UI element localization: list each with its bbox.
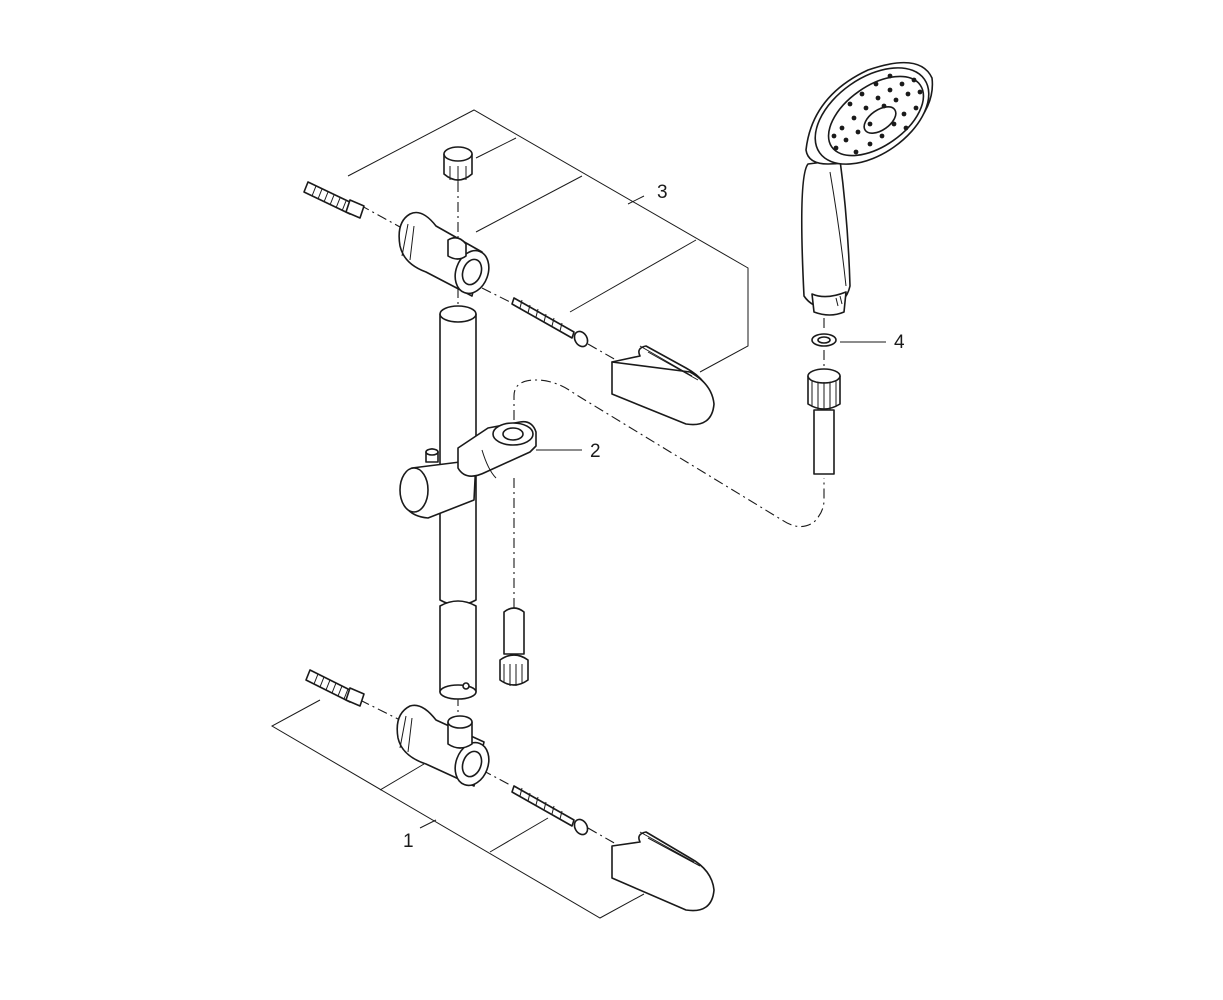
slider-head-holder-icon [399,420,537,519]
group-3-bracket-lines [347,109,749,373]
callout-leaders [536,195,886,451]
plug-cap-icon [443,146,473,182]
bottom-wall-dowel-icon [305,669,365,707]
callout-3: 3 [657,182,668,203]
shower-rail-lower-icon [439,600,477,700]
top-screw-icon [511,297,589,348]
hose-nut-icon [499,607,529,686]
top-cover-cap-icon [611,345,715,426]
hand-shower-icon [800,61,934,316]
bottom-screw-icon [511,785,589,836]
callout-4: 4 [894,332,905,353]
callout-1: 1 [403,831,414,852]
top-wall-bracket-icon [398,211,490,297]
bottom-cover-cap-icon [611,831,715,912]
assembly-axes [359,182,825,853]
top-wall-dowel-icon [303,181,365,219]
bottom-wall-bracket-icon [396,704,490,787]
hose-end-icon [807,368,841,475]
callout-2: 2 [590,441,601,462]
group-1-bracket-lines [270,699,645,919]
washer-icon [811,333,837,347]
spray-nozzles [831,73,923,155]
